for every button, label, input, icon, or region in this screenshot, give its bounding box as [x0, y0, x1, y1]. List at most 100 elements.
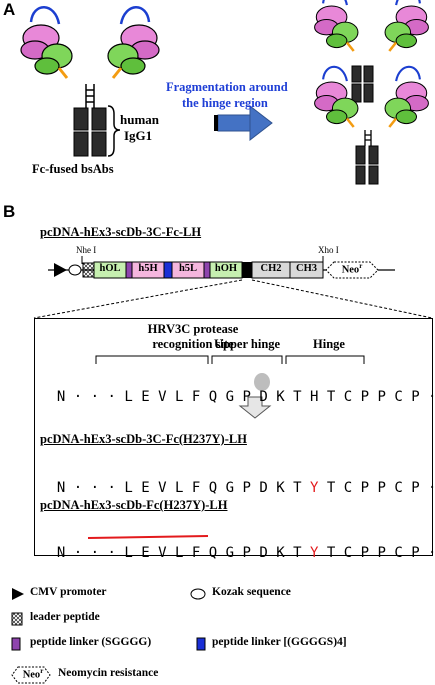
legend-neo: Neomycin resistance [58, 667, 159, 679]
xho1-site: Xho I [318, 245, 339, 255]
residue-9: D [259, 480, 268, 496]
residue-15: P [360, 389, 369, 405]
residue-16: P [377, 389, 386, 405]
block-hoh: hOH [214, 263, 238, 274]
legend-icons [11, 588, 206, 684]
seq-n-terminus: N [56, 545, 66, 561]
legend-kozak: Kozak sequence [212, 586, 291, 598]
residue-10: K [276, 545, 285, 561]
residue-6: Q [208, 389, 218, 405]
fc-chains [73, 107, 107, 157]
residue-3: V [158, 389, 167, 405]
residue-13: T [326, 545, 336, 561]
sequence-brackets [87, 355, 365, 539]
legend-leader: leader peptide [30, 611, 100, 623]
residue-4: L [174, 545, 184, 561]
residue-4: L [174, 480, 184, 496]
residue-8: P [242, 389, 251, 405]
residue-15: P [360, 545, 369, 561]
residue-8: P [242, 545, 251, 561]
region-protease-label: HRV3C protease recognition site [128, 322, 258, 352]
block-ch2: CH2 [260, 263, 282, 274]
residue-5: F [191, 480, 201, 496]
residue-17: C [394, 389, 403, 405]
residue-14: C [343, 545, 353, 561]
h237-highlight [254, 373, 270, 391]
residue-3: V [158, 545, 167, 561]
residue-9: D [259, 389, 268, 405]
residue-18: P [411, 389, 420, 405]
residue-18: P [411, 545, 420, 561]
residue-17: C [394, 480, 403, 496]
residue-3: V [158, 480, 167, 496]
residue-11: T [293, 480, 302, 496]
residue-11: T [293, 545, 302, 561]
residue-1: L [124, 545, 133, 561]
residue-10: K [276, 389, 285, 405]
region-upper-hinge-label: Upper hinge [214, 337, 281, 351]
legend-kozak-icon [190, 588, 206, 600]
vector-map [33, 256, 433, 319]
residue-5: F [191, 389, 201, 405]
block-ch3: CH3 [296, 263, 317, 274]
fc-fused-label: Fc-fused bsAbs [32, 162, 114, 176]
residue-14: C [343, 389, 353, 405]
residue-6: Q [208, 480, 218, 496]
residue-6: Q [208, 545, 218, 561]
residue-2: E [141, 545, 150, 561]
igg-label-line2: IgG1 [124, 128, 153, 143]
residue-8: P [242, 480, 251, 496]
legend-ggggs-icon [196, 637, 206, 651]
residue-12: Y [309, 545, 319, 561]
vector-title: pcDNA-hEx3-scDb-3C-Fc-LH [40, 225, 202, 239]
residue-18: P [411, 480, 420, 496]
region-protease-line1: HRV3C protease [147, 322, 239, 336]
sequence-row-2: N · · · L E V L F Q G P D K T Y T C P P … [56, 480, 435, 496]
region-hinge-label: Hinge [313, 337, 345, 351]
residue-10: K [276, 480, 285, 496]
fragmentation-arrow [214, 104, 273, 142]
block-neo: Neor [334, 262, 370, 276]
neo-block [325, 261, 379, 279]
legend-cmv: CMV promoter [30, 586, 107, 598]
residue-2: E [141, 480, 150, 496]
residue-5: F [191, 545, 201, 561]
residue-7: G [225, 480, 234, 496]
region-protease-line2: recognition site [152, 337, 234, 351]
residue-12: H [309, 389, 319, 405]
seq-n-terminus: N [56, 480, 66, 496]
residue-7: G [225, 545, 234, 561]
legend-neo-box-text: Neor [16, 667, 50, 681]
panel-a-illustration [19, 0, 430, 185]
legend-sgggg-icon [11, 637, 21, 651]
hinge-ladder-fragment-2 [364, 130, 372, 146]
construct-3-title: pcDNA-hEx3-scDb-Fc(H237Y)-LH [40, 498, 228, 512]
igg1-brace [107, 105, 121, 157]
legend-sgggg: peptide linker (SGGGG) [30, 636, 152, 648]
cmv-promoter-icon [54, 263, 67, 277]
sequence-row-3: N · · · L E V L F Q G P D K T Y T C P P … [56, 545, 435, 561]
panel-b-label: B [3, 202, 16, 221]
seq-n-terminus: N [56, 389, 66, 405]
block-h5l: h5L [178, 263, 198, 274]
block-neo-text: Neo [341, 264, 360, 276]
residue-17: C [394, 545, 403, 561]
legend-neo-box-sup: r [40, 667, 44, 675]
legend-leader-icon [11, 612, 23, 626]
block-h5h: h5H [138, 263, 158, 274]
igg-label-line1: human [120, 112, 160, 127]
arrow-caption-line1: Fragmentation around [166, 80, 288, 94]
legend-neo-box-label: Neo [22, 669, 41, 681]
residue-9: D [259, 545, 268, 561]
residue-4: L [174, 389, 184, 405]
construct-2-title: pcDNA-hEx3-scDb-3C-Fc(H237Y)-LH [40, 432, 247, 446]
residue-2: E [141, 389, 150, 405]
hinge-ladder [85, 84, 95, 108]
legend-ggggs: peptide linker [(GGGGS)4] [212, 636, 347, 648]
residue-15: P [360, 480, 369, 496]
sequence-row-1: N · · · L E V L F Q G P D K T H T C P P … [56, 389, 435, 405]
legend-neo-icon [11, 666, 51, 684]
residue-14: C [343, 480, 353, 496]
legend-cmv-icon [12, 588, 24, 600]
